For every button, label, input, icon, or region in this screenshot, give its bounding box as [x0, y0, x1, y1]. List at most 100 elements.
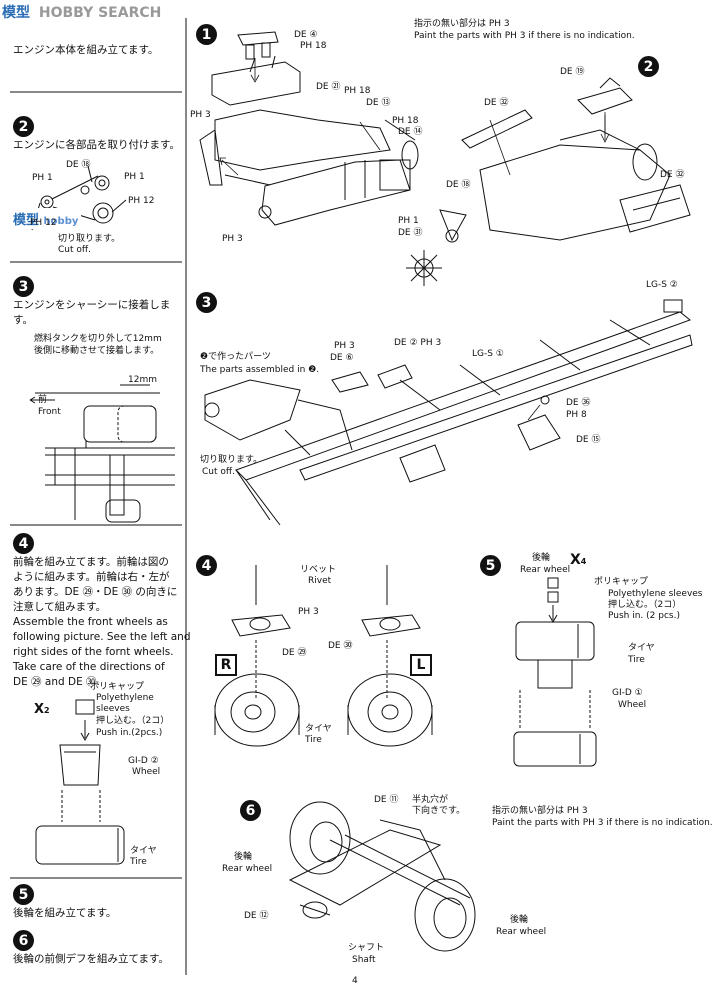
s5-wheel: Wheel	[618, 700, 647, 710]
step2-text: エンジンに各部品を取り付けます。	[13, 139, 180, 151]
rear-wheel-drawing	[513, 577, 597, 767]
step3-text-b: す。	[13, 314, 33, 326]
s3-lgs1: LG-S ①	[472, 349, 504, 359]
step4-line: right sides of the fornt wheels.	[13, 646, 174, 658]
step3-text-a: エンジンをシャーシーに接着しま	[13, 299, 171, 311]
step2-cut-jp: 切り取ります。	[58, 234, 121, 244]
step2-ph12b: PH 12	[30, 218, 57, 228]
s3-ph8: PH 8	[566, 410, 587, 420]
s4-de30: DE ㉚	[328, 641, 353, 651]
s4-right-label: R	[215, 654, 237, 676]
s1-de21: DE ㉑	[316, 82, 341, 92]
step3-mm: 12mm	[128, 375, 157, 385]
page-number: 4	[352, 976, 358, 986]
s4-tire-en: Tire	[305, 735, 322, 745]
s6-rear-en-b: Rear wheel	[496, 927, 547, 937]
s5-push-jp: 押し込む。（2コ）	[608, 600, 682, 610]
s5-tire-en: Tire	[628, 655, 645, 665]
step6-text: 後輪の前側デフを組み立てます。	[13, 953, 169, 965]
step4-line: ように組みます。前輪は右・左が	[13, 571, 170, 583]
fuel-tank-drawing	[29, 384, 175, 523]
s6-half-jp-a: 半丸穴が	[412, 795, 449, 805]
s3-de6: DE ⑥	[330, 353, 354, 363]
step4-tire-jp: タイヤ	[130, 846, 157, 856]
s2-de32b: DE ㉜	[660, 170, 685, 180]
step3-front-en: Front	[38, 407, 61, 417]
s3-cut-jp: 切り取ります。	[200, 455, 263, 465]
main-step3-badge: 3	[196, 292, 217, 313]
s3-ph3: PH 3	[334, 341, 355, 351]
s2-de19: DE ⑲	[560, 67, 585, 77]
s4-rivet-en: Rivet	[308, 576, 332, 586]
step2-de18: DE ⑱	[66, 160, 91, 170]
s5-push-en: Push in. (2 pcs.)	[608, 611, 680, 621]
engine-parts-drawing	[406, 77, 691, 286]
step4-line: following picture. See the left and	[13, 631, 191, 643]
s5-gid: GI-D ①	[612, 688, 643, 698]
step2-ph12a: PH 12	[128, 196, 155, 206]
s4-de29: DE ㉙	[282, 648, 307, 658]
step6-badge: 6	[13, 930, 34, 951]
watermark-logo: 模型 HOBBY SEARCH	[2, 2, 161, 22]
step2-ph1b: PH 1	[124, 172, 145, 182]
s6-de12: DE ⑫	[244, 911, 269, 921]
step1-text: エンジン本体を組み立てます。	[13, 44, 159, 56]
step5-text: 後輪を組み立てます。	[13, 907, 117, 919]
paint-note-jp-bottom: 指示の無い部分は PH 3	[492, 806, 588, 816]
s3-de36: DE ㊱	[566, 398, 591, 408]
s6-rear-en-a: Rear wheel	[222, 864, 273, 874]
s4-tire-jp: タイヤ	[305, 724, 332, 734]
step4-gid: GI-D ②	[128, 756, 159, 766]
s1-ph18c: PH 18	[392, 116, 419, 126]
s3-cut-en: Cut off.	[202, 467, 235, 477]
s1-ph3a: PH 3	[190, 110, 211, 120]
s1-ph18a: PH 18	[300, 41, 327, 51]
step4-line: 注意して組みます。	[13, 601, 107, 613]
s2-de18: DE ⑱	[446, 180, 471, 190]
s2-de32a: DE ㉜	[484, 98, 509, 108]
s3-de15: DE ⑮	[576, 435, 601, 445]
step4-wheel: Wheel	[132, 767, 161, 777]
step3-front-jp: 前	[38, 395, 48, 405]
s1-de13: DE ⑬	[366, 98, 391, 108]
s1-ph3b: PH 3	[222, 234, 243, 244]
main-step2-badge: 2	[638, 56, 659, 77]
s6-de11: DE ⑪	[374, 795, 399, 805]
step4-instructions: 前輪を組み立てます。前輪は図の ように組みます。前輪は右・左が あります。DE …	[13, 555, 190, 690]
s5-x-mark: X4	[570, 552, 587, 568]
s1-de14: DE ⑭	[398, 127, 423, 137]
belt-drawing	[31, 165, 127, 231]
step4-push-jp: 押し込む。（2コ）	[96, 716, 170, 726]
s3-lgs2: LG-S ②	[646, 280, 678, 290]
step2-badge: 2	[13, 116, 34, 137]
step3-note-a: 燃料タンクを切り外して12mm	[34, 334, 162, 344]
step4-tire-en: Tire	[130, 857, 147, 867]
s5-tire-jp: タイヤ	[628, 643, 655, 653]
step4-push-en: Push in.(2pcs.)	[96, 728, 163, 738]
front-wheels-drawing	[214, 565, 433, 747]
rear-axle-drawing	[288, 801, 476, 952]
s6-rear-jp-a: 後輪	[234, 852, 253, 862]
s3-de2ph3: DE ② PH 3	[394, 338, 442, 348]
step4-x-mark: X2	[34, 702, 50, 717]
s4-rivet-jp: リベット	[300, 565, 337, 575]
step4-line: Assemble the front wheels as	[13, 616, 168, 628]
front-wheel-drawing	[35, 699, 125, 865]
s6-shaft-jp: シャフト	[348, 943, 385, 953]
step4-line: あります。DE ㉙・DE ㉚ の向きに	[13, 586, 178, 598]
s6-shaft-en: Shaft	[352, 955, 376, 965]
s3-assembled-jp: ❷で作ったパーツ	[200, 352, 271, 362]
engine-drawing	[199, 31, 419, 226]
paint-note-jp-top: 指示の無い部分は PH 3	[414, 19, 510, 29]
step4-line: DE ㉙ and DE ㉚.	[13, 676, 100, 688]
step4-poly-en-b: sleeves	[96, 704, 130, 714]
watermark-corner: 模型 hobby	[10, 208, 82, 229]
main-step1-badge: 1	[196, 24, 217, 45]
paint-note-en-top: Paint the parts with PH 3 if there is no…	[414, 31, 635, 41]
s5-poly-jp: ポリキャップ	[594, 577, 649, 587]
s5-rear-en: Rear wheel	[520, 565, 571, 575]
s3-assembled-en: The parts assembled in ❷.	[200, 365, 320, 375]
s5-rear-jp: 後輪	[532, 553, 551, 563]
step3-badge: 3	[13, 276, 34, 297]
